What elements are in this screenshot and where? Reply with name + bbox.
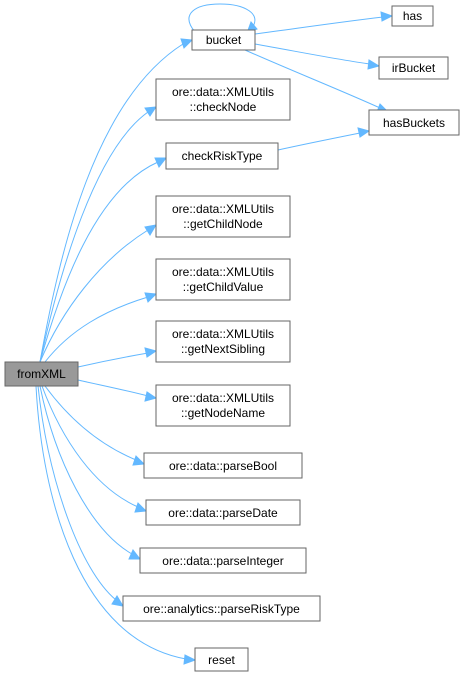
node-getnextsibling-label-line2: ::getNextSibling <box>181 342 265 356</box>
node-getchildnode-label-line1: ore::data::XMLUtils <box>172 202 274 216</box>
edge-fromxml-checkrisktype-arrow <box>154 157 168 168</box>
node-getchildvalue-label-line2: ::getChildValue <box>183 280 264 294</box>
edge-fromxml-reset <box>35 385 187 660</box>
node-getnextsibling-label-line1: ore::data::XMLUtils <box>172 327 274 341</box>
node-checknode-label-line2: ::checkNode <box>190 100 257 114</box>
node-reset[interactable]: reset <box>194 647 249 672</box>
node-bucket-label: bucket <box>206 33 242 47</box>
node-parsebool[interactable]: ore::data::parseBool <box>143 452 303 479</box>
edge-fromxml-parsedate <box>41 385 139 508</box>
edge-fromxml-getchildvalue-arrow <box>144 292 158 303</box>
node-checkrisktype-label: checkRiskType <box>182 149 263 163</box>
edge-bucket-hasbuckets <box>244 49 381 109</box>
node-reset-label: reset <box>208 653 235 667</box>
edge-fromxml-parsebool-arrow <box>132 455 146 466</box>
edge-bucket-irbucket <box>254 43 371 65</box>
edge-fromxml-getchildvalue <box>44 296 149 363</box>
edge-bucket-has <box>254 16 384 35</box>
edge-fromxml-parseinteger-arrow <box>128 549 142 560</box>
edge-checkrisktype-hasbuckets <box>277 132 361 151</box>
node-getchildvalue[interactable]: ore::data::XMLUtils ::getChildValue <box>155 258 291 301</box>
node-getchildvalue-label-line1: ore::data::XMLUtils <box>172 265 274 279</box>
edge-fromxml-checkrisktype <box>39 161 159 363</box>
node-getchildnode[interactable]: ore::data::XMLUtils ::getChildNode <box>155 195 291 238</box>
node-parsedate-label: ore::data::parseDate <box>168 506 278 520</box>
edge-fromxml-getnextsibling-arrow <box>144 347 158 358</box>
node-parserisktype[interactable]: ore::analytics::parseRiskType <box>122 595 321 622</box>
edge-fromxml-checknode-arrow <box>144 106 157 117</box>
node-irbucket-label: irBucket <box>392 61 436 75</box>
edge-fromxml-checknode <box>39 111 149 363</box>
node-getnextsibling[interactable]: ore::data::XMLUtils ::getNextSibling <box>155 320 291 363</box>
edge-fromxml-parsedate-arrow <box>134 502 148 513</box>
edge-bucket-has-arrow <box>380 11 394 22</box>
node-checknode-label-line1: ore::data::XMLUtils <box>172 85 274 99</box>
edge-bucket-self <box>188 3 256 33</box>
node-parseinteger-label: ore::data::parseInteger <box>162 554 283 568</box>
node-has[interactable]: has <box>391 5 434 27</box>
node-irbucket[interactable]: irBucket <box>378 56 449 80</box>
node-fromxml-label: fromXML <box>17 367 66 381</box>
edge-fromxml-getchildnode <box>39 229 149 363</box>
edge-fromxml-getnodename <box>77 379 149 397</box>
edge-fromxml-parserisktype <box>37 385 117 601</box>
edge-fromxml-getnodename-arrow <box>144 391 158 402</box>
node-hasbuckets[interactable]: hasBuckets <box>368 109 460 136</box>
node-fromxml[interactable]: fromXML <box>4 361 79 387</box>
edge-bucket-irbucket-arrow <box>367 59 381 70</box>
node-getnodename[interactable]: ore::data::XMLUtils ::getNodeName <box>155 384 291 427</box>
node-hasbuckets-label: hasBuckets <box>383 116 445 130</box>
node-has-label: has <box>403 9 422 23</box>
edge-fromxml-getnextsibling <box>77 352 149 368</box>
edge-fromxml-reset-arrow <box>183 654 197 665</box>
node-bucket[interactable]: bucket <box>191 29 256 51</box>
node-getnodename-label-line1: ore::data::XMLUtils <box>172 391 274 405</box>
edge-fromxml-getchildnode-arrow <box>144 224 157 236</box>
edge-checkrisktype-hasbuckets-arrow <box>357 127 371 138</box>
node-parseinteger[interactable]: ore::data::parseInteger <box>139 547 307 574</box>
edge-fromxml-parserisktype-arrow <box>111 595 124 607</box>
node-getchildnode-label-line2: ::getChildNode <box>183 217 263 231</box>
node-parserisktype-label: ore::analytics::parseRiskType <box>143 602 300 616</box>
edge-fromxml-parsebool <box>44 385 137 461</box>
edge-fromxml-bucket <box>39 43 184 363</box>
node-checknode[interactable]: ore::data::XMLUtils ::checkNode <box>155 78 291 121</box>
edge-fromxml-bucket-arrow <box>180 38 194 49</box>
node-parsebool-label: ore::data::parseBool <box>169 459 277 473</box>
node-checkrisktype[interactable]: checkRiskType <box>165 142 279 170</box>
node-getnodename-label-line2: ::getNodeName <box>181 406 265 420</box>
node-parsedate[interactable]: ore::data::parseDate <box>145 499 301 526</box>
graph-edges <box>35 3 394 665</box>
edge-fromxml-parseinteger <box>39 385 133 555</box>
